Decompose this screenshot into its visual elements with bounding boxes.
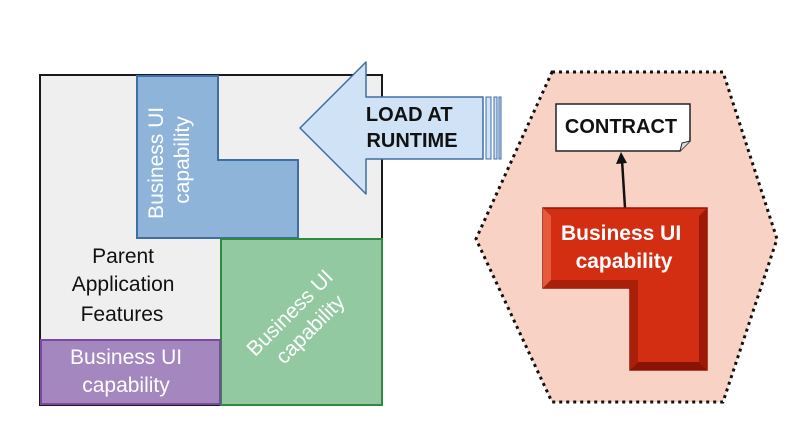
purple-capability-shape [40, 339, 221, 405]
purple-capability: Business UI capability [40, 339, 221, 405]
connector-line [620, 159, 627, 209]
red-capability-label-line1: Business UI [561, 222, 681, 245]
load-at-runtime-arrow: LOAD AT RUNTIME [299, 61, 502, 195]
contract-label: CONTRACT [565, 116, 677, 138]
contract-connector [616, 152, 627, 209]
red-capability-bevel-left [543, 208, 551, 288]
purple-capability-label-line2: capability [82, 374, 170, 397]
green-capability-shape [220, 238, 383, 406]
purple-capability-label-line1: Business UI [70, 346, 182, 369]
arrow-label-line2: RUNTIME [366, 130, 457, 152]
parent-application-label-line2: Application [72, 273, 175, 296]
contract-document-fold [679, 140, 691, 152]
arrow-tail-stripe-3 [498, 96, 502, 160]
parent-application-label-line1: Parent [92, 245, 154, 268]
red-capability-bevel-right [699, 208, 707, 370]
connector-arrowhead [616, 152, 627, 164]
arrow-tail-stripe-2 [493, 96, 498, 160]
parent-application-label: Parent Application Features [72, 245, 181, 326]
red-capability-label-line2: capability [576, 250, 673, 273]
blue-capability-label-line1: Business UI [145, 107, 168, 219]
arrow-label: LOAD AT RUNTIME [366, 104, 458, 152]
green-capability: Business UI capability [220, 238, 383, 406]
purple-capability-label: Business UI capability [70, 346, 188, 397]
arrow-shape [299, 61, 484, 195]
blue-capability-shape [136, 75, 299, 239]
red-capability-label: Business UI capability [561, 222, 687, 273]
red-capability-bevel-bottom [630, 362, 707, 370]
blue-capability: Business UI capability [136, 75, 299, 239]
arrow-tail-stripe-1 [485, 96, 492, 160]
red-capability: Business UI capability [542, 207, 708, 371]
contract-document: CONTRACT [555, 103, 691, 152]
parent-application-label-line3: Features [81, 303, 164, 326]
arrow-label-line1: LOAD AT [366, 104, 453, 126]
blue-capability-label-line2: capability [171, 116, 194, 204]
blue-capability-label: Business UI capability [145, 101, 194, 219]
